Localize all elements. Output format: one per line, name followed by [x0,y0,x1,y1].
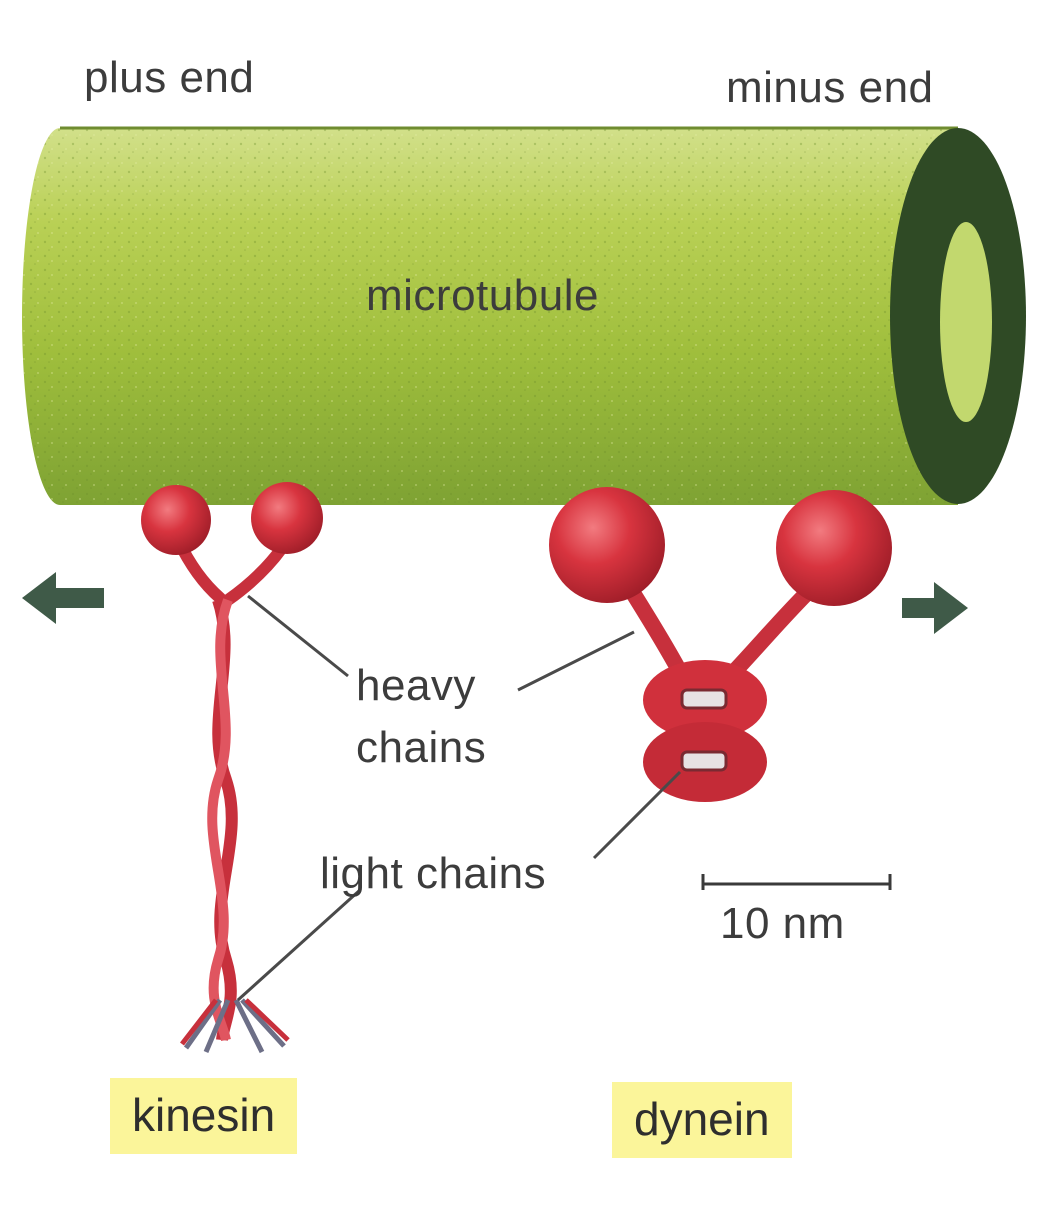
light-chains-label: light chains [320,849,547,898]
dynein-molecule [549,487,892,802]
dynein-light-chain-lower [680,750,728,772]
microtubule [22,126,1026,505]
dynein-head-right [776,490,892,606]
kinesin-light-chain-tails [183,998,286,1054]
kinesin-neck-right [222,542,288,606]
plus-end-label: plus end [84,53,255,102]
minus-end-label: minus end [726,63,934,112]
kinesin-head-right [251,482,323,554]
kinesin-head-left [141,485,211,555]
kinesin-molecule [141,482,323,1054]
dynein-arm-left [620,577,688,680]
dynein-head-left [549,487,665,603]
arrow-right-icon [902,582,968,634]
dynein-light-chain-upper [680,688,728,710]
kinesin-tag: kinesin [110,1078,298,1154]
light-chains-leader-kinesin [236,888,362,1002]
scale-bar [701,874,892,890]
microtubule-label: microtubule [366,271,599,320]
scale-bar-ticks [701,874,892,890]
microtubule-texture [22,128,958,505]
kinesin-tail-ends [180,998,290,1046]
heavy-chains-leader-dynein [517,630,635,692]
heavy-chains-leader-kinesin [247,594,349,678]
microtubule-lumen [940,222,992,422]
dynein-arm-right [724,582,818,682]
light-chains-leader-dynein [592,770,682,860]
dynein-tag: dynein [612,1082,792,1158]
leader-lines [236,594,682,1002]
heavy-chains-label-line1: heavy [356,661,476,710]
heavy-chains-label-line2: chains [356,723,487,772]
scale-bar-label: 10 nm [720,899,845,948]
kinesin-stalk-strand-b [207,598,233,1042]
arrow-left-icon [22,572,104,624]
